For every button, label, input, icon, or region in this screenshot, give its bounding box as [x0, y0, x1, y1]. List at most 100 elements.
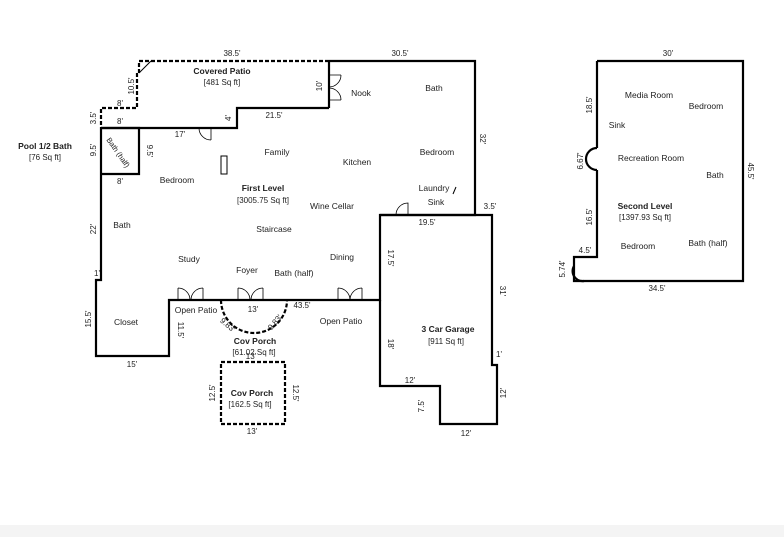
door-swings [177, 74, 409, 301]
second-level-corner-curve [571, 265, 585, 283]
second-level-title: Second Level [618, 201, 673, 211]
covered-patio-area: [481 Sq ft] [204, 78, 240, 87]
covered-patio-title: Covered Patio [193, 66, 250, 76]
room-recreation: Recreation Room [618, 153, 684, 163]
dim-15-5: 15.5' [84, 310, 93, 328]
patio-corner-line [138, 60, 152, 74]
room-sink-2: Sink [609, 120, 626, 130]
dim-45-5: 45.5' [746, 162, 755, 180]
lower-porch-outline [219, 360, 287, 426]
cov-porch-2-area: [162.5 Sq ft] [228, 400, 271, 409]
dim-8-c: 8' [117, 177, 123, 186]
dim-12-c: 12' [461, 429, 472, 438]
second-level-area: [1397.93 Sq ft] [619, 213, 671, 222]
room-open-patio-left: Open Patio [175, 305, 218, 315]
porch-arc [219, 299, 289, 335]
dim-43-5: 43.5' [293, 301, 311, 310]
cov-porch-1-title: Cov Porch [234, 336, 277, 346]
dim-10: 10' [315, 80, 324, 91]
laundry-sink-mark [452, 186, 457, 195]
room-study: Study [178, 254, 200, 264]
dim-8-b: 8' [117, 117, 123, 126]
dim-30: 30' [663, 49, 674, 58]
cov-porch-1-area: [61.02 Sq ft] [232, 348, 275, 357]
dim-16-5: 16.5' [585, 208, 594, 226]
dim-3-5-b: 3.5' [484, 202, 497, 211]
dim-11-5: 11.5' [176, 322, 185, 339]
garage-wall [378, 213, 499, 426]
room-media: Media Room [625, 90, 673, 100]
dim-17-5: 17.5' [386, 249, 395, 267]
room-closet: Closet [114, 317, 139, 327]
dim-30-5: 30.5' [391, 49, 409, 58]
dim-9-5-a: 9.5' [89, 143, 98, 156]
dim-4: 4' [224, 115, 233, 121]
room-dining: Dining [330, 252, 354, 262]
main-house-wall [94, 59, 477, 358]
pool-bath-wall [101, 126, 141, 176]
dim-1-b: 1' [496, 350, 502, 359]
room-bath-half-small: Bath (half) [104, 136, 132, 170]
dim-22: 22' [89, 223, 98, 234]
room-bath-half: Bath (half) [274, 268, 313, 278]
garage-area: [911 Sq ft] [428, 337, 464, 346]
dim-18-5: 18.5' [585, 96, 594, 114]
dim-12-a: 12' [405, 376, 416, 385]
room-wine-cellar: Wine Cellar [310, 201, 354, 211]
first-level-title: First Level [242, 183, 285, 193]
room-kitchen: Kitchen [343, 157, 372, 167]
dim-19-5: 19.5' [418, 218, 436, 227]
page-footer-strip [0, 525, 784, 537]
room-sink: Sink [428, 197, 445, 207]
dim-38-5: 38.5' [223, 49, 241, 58]
dim-5-74: 5.74' [558, 260, 567, 278]
dim-32: 32' [478, 134, 487, 145]
room-staircase: Staircase [256, 224, 292, 234]
dim-9-83-a: 9.83' [218, 316, 237, 334]
fireplace-icon [220, 155, 228, 175]
pool-bath-area: [76 Sq ft] [29, 153, 61, 162]
room-bedroom-left: Bedroom [160, 175, 195, 185]
dim-15: 15' [127, 360, 138, 369]
dim-21-5: 21.5' [265, 111, 283, 120]
cov-porch-2-title: Cov Porch [231, 388, 274, 398]
room-bedroom-top: Bedroom [689, 101, 724, 111]
dim-13-b: 13' [246, 352, 257, 361]
dim-9-83-b: 9.83' [266, 313, 284, 332]
room-bath: Bath [425, 83, 443, 93]
room-family: Family [264, 147, 290, 157]
dim-12-b: 12' [499, 387, 508, 398]
dim-13-c: 13' [247, 427, 258, 436]
room-nook: Nook [351, 88, 372, 98]
dim-13-a: 13' [248, 305, 259, 314]
dim-6-67: 6.67' [576, 152, 585, 170]
pool-bath-title: Pool 1/2 Bath [18, 141, 72, 151]
dim-12-5-b: 12.5' [291, 384, 300, 402]
room-open-patio-right: Open Patio [320, 316, 363, 326]
room-foyer: Foyer [236, 265, 258, 275]
dim-8-a: 8' [117, 99, 123, 108]
room-bath-2: Bath [706, 170, 724, 180]
garage-title: 3 Car Garage [422, 324, 475, 334]
second-level-bay [584, 146, 598, 172]
room-bedroom-right: Bedroom [420, 147, 455, 157]
dim-10-5: 10.5' [127, 77, 136, 95]
room-bath-left: Bath [113, 220, 131, 230]
room-laundry: Laundry [419, 183, 450, 193]
dim-17: 17' [175, 130, 186, 139]
room-bedroom-bottom: Bedroom [621, 241, 656, 251]
dim-4-5: 4.5' [579, 246, 592, 255]
room-bath-half-2: Bath (half) [688, 238, 727, 248]
dim-3-5-a: 3.5' [89, 111, 98, 124]
dim-34-5: 34.5' [648, 284, 666, 293]
covered-patio-dashed-edge [99, 59, 329, 128]
dim-18: 18' [386, 339, 395, 350]
dim-31: 31' [498, 286, 507, 297]
second-level-wall [572, 59, 745, 283]
patio-south-wall [101, 106, 329, 130]
dim-7-5: 7.5' [417, 399, 426, 412]
dim-1-a: 1' [94, 269, 100, 278]
dim-9-5-b: 9.5' [145, 145, 154, 158]
dim-12-5-a: 12.5' [208, 384, 217, 402]
